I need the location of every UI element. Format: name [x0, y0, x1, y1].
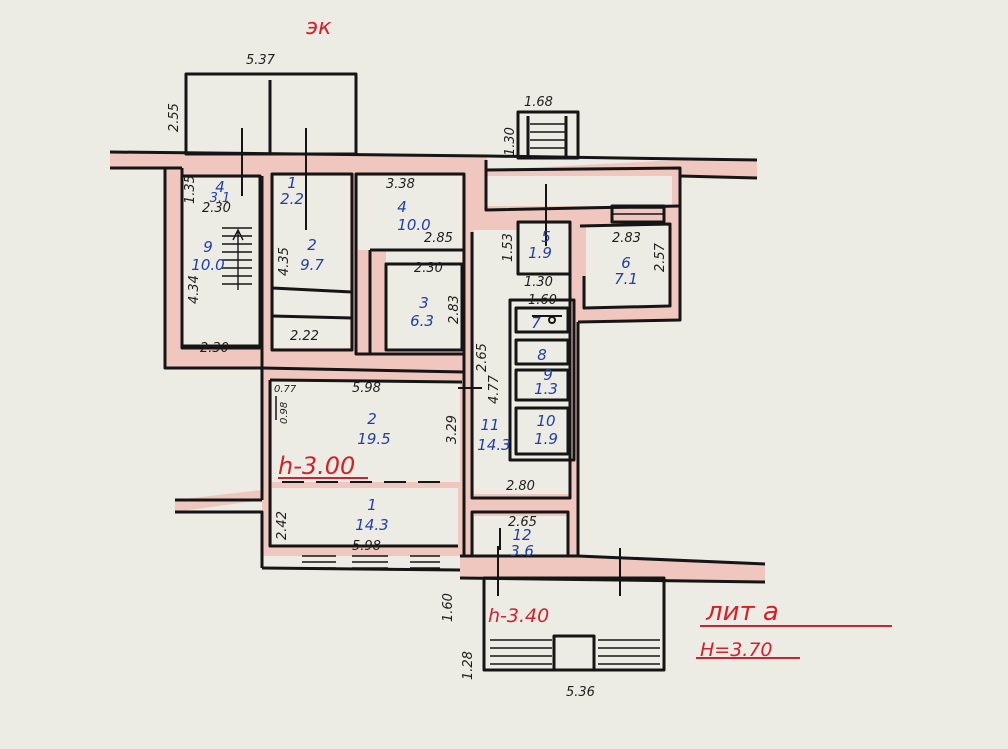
dim-porch2-len: 1.28: [461, 651, 476, 680]
stairs: [222, 123, 660, 665]
room-number: 8: [537, 346, 547, 364]
room-number: 9: [203, 238, 213, 256]
dim-small-w: 0.77: [274, 384, 297, 395]
room-number: 2: [367, 410, 377, 428]
dim-small-len: 0.98: [279, 402, 290, 424]
room-area: 1.3: [534, 380, 558, 398]
dim-r5-w: 1.30: [524, 275, 553, 290]
room-area: 6.3: [410, 312, 434, 330]
dim-r6-len: 2.57: [653, 242, 668, 272]
room-area: 9.7: [300, 256, 324, 274]
room-area: 2.2: [280, 190, 304, 208]
dim-main-len: 3.29: [445, 415, 460, 444]
dim-r4-w: 3.38: [386, 177, 415, 192]
room-number: 6: [621, 254, 631, 272]
room-number: 12: [512, 526, 531, 544]
dim-bottom-width: 5.36: [566, 685, 595, 700]
room-number: 4: [215, 178, 225, 196]
dim-r9-w: 2.30: [200, 341, 229, 356]
room-number: 11: [480, 416, 499, 434]
room-area: 1.9: [528, 244, 552, 262]
dim-top-depth: 2.55: [167, 103, 182, 132]
dim-r7-w: 1.60: [528, 293, 557, 308]
dim-hall-w: 2.80: [506, 479, 535, 494]
room-number: 1: [367, 496, 377, 514]
room-labels: 4 3.1 9 10.0 1 2.2 2 9.7 4 10.0 3 6.3 5 …: [191, 174, 638, 560]
dim-stair-depth: 1.30: [503, 127, 518, 156]
room-area: 19.5: [357, 430, 390, 448]
room-number: 3: [419, 294, 429, 312]
room-area: 1.9: [534, 430, 558, 448]
dim-r3-w2: 2.30: [414, 261, 443, 276]
room-area: 14.3: [355, 516, 388, 534]
room-number: 5: [541, 228, 551, 246]
windows: [269, 207, 664, 569]
room-area: 14.3: [477, 436, 510, 454]
dim-hall-len: 2.65: [475, 343, 490, 372]
room-number: 4: [397, 198, 407, 216]
dim-r6-w: 2.83: [612, 231, 641, 246]
room-area: 3.1: [210, 191, 231, 206]
dim-r1-w2: 2.30: [202, 201, 231, 216]
dim-r5-len: 1.53: [501, 233, 516, 262]
ceiling-height-main: h-3.00: [278, 452, 355, 480]
dim-r1b-len: 2.42: [275, 511, 290, 540]
dim-r2-w: 2.22: [290, 329, 319, 344]
dim-r3-w1: 2.85: [424, 231, 453, 246]
room-number: 10: [536, 412, 555, 430]
dim-r2-len: 4.35: [277, 247, 292, 276]
ceiling-height-porch: h-3.40: [488, 605, 549, 627]
height-labels: h-3.00 h-3.40 лит а Н=3.70: [278, 452, 779, 661]
dim-r1-w: 1.35: [183, 175, 198, 204]
red-marks: [278, 477, 892, 659]
room-area: 10.0: [397, 216, 430, 234]
room-area: 7.1: [614, 270, 638, 288]
dim-r3-len: 2.83: [447, 295, 462, 324]
room-number: 1: [287, 174, 297, 192]
dimension-labels: 5.37 2.55 1.68 1.30 1.35 2.30 4.34 2.30 …: [167, 53, 668, 700]
dim-r12-w: 2.65: [508, 515, 537, 530]
room-floors: [182, 176, 672, 556]
room-number: 2: [307, 236, 317, 254]
building-height: Н=3.70: [700, 639, 773, 661]
room-number: 7: [531, 314, 541, 332]
room-area: 3.6: [510, 542, 534, 560]
dim-hall-len2: 4.77: [487, 374, 502, 404]
dim-r9-len: 4.34: [187, 275, 202, 304]
dim-top-width: 5.37: [246, 53, 276, 68]
litera-label: лит а: [705, 597, 779, 627]
dim-r1b-w: 5.98: [352, 539, 381, 554]
dim-main-w: 5.98: [352, 381, 381, 396]
cut-lines: [241, 128, 621, 596]
dim-stair-width: 1.68: [524, 95, 553, 110]
wall-lines: [109, 72, 766, 672]
room-area: 10.0: [191, 256, 224, 274]
dim-porch-len: 1.60: [441, 593, 456, 622]
room-number: 9: [543, 366, 553, 384]
sheet-mark: эк: [306, 15, 332, 40]
